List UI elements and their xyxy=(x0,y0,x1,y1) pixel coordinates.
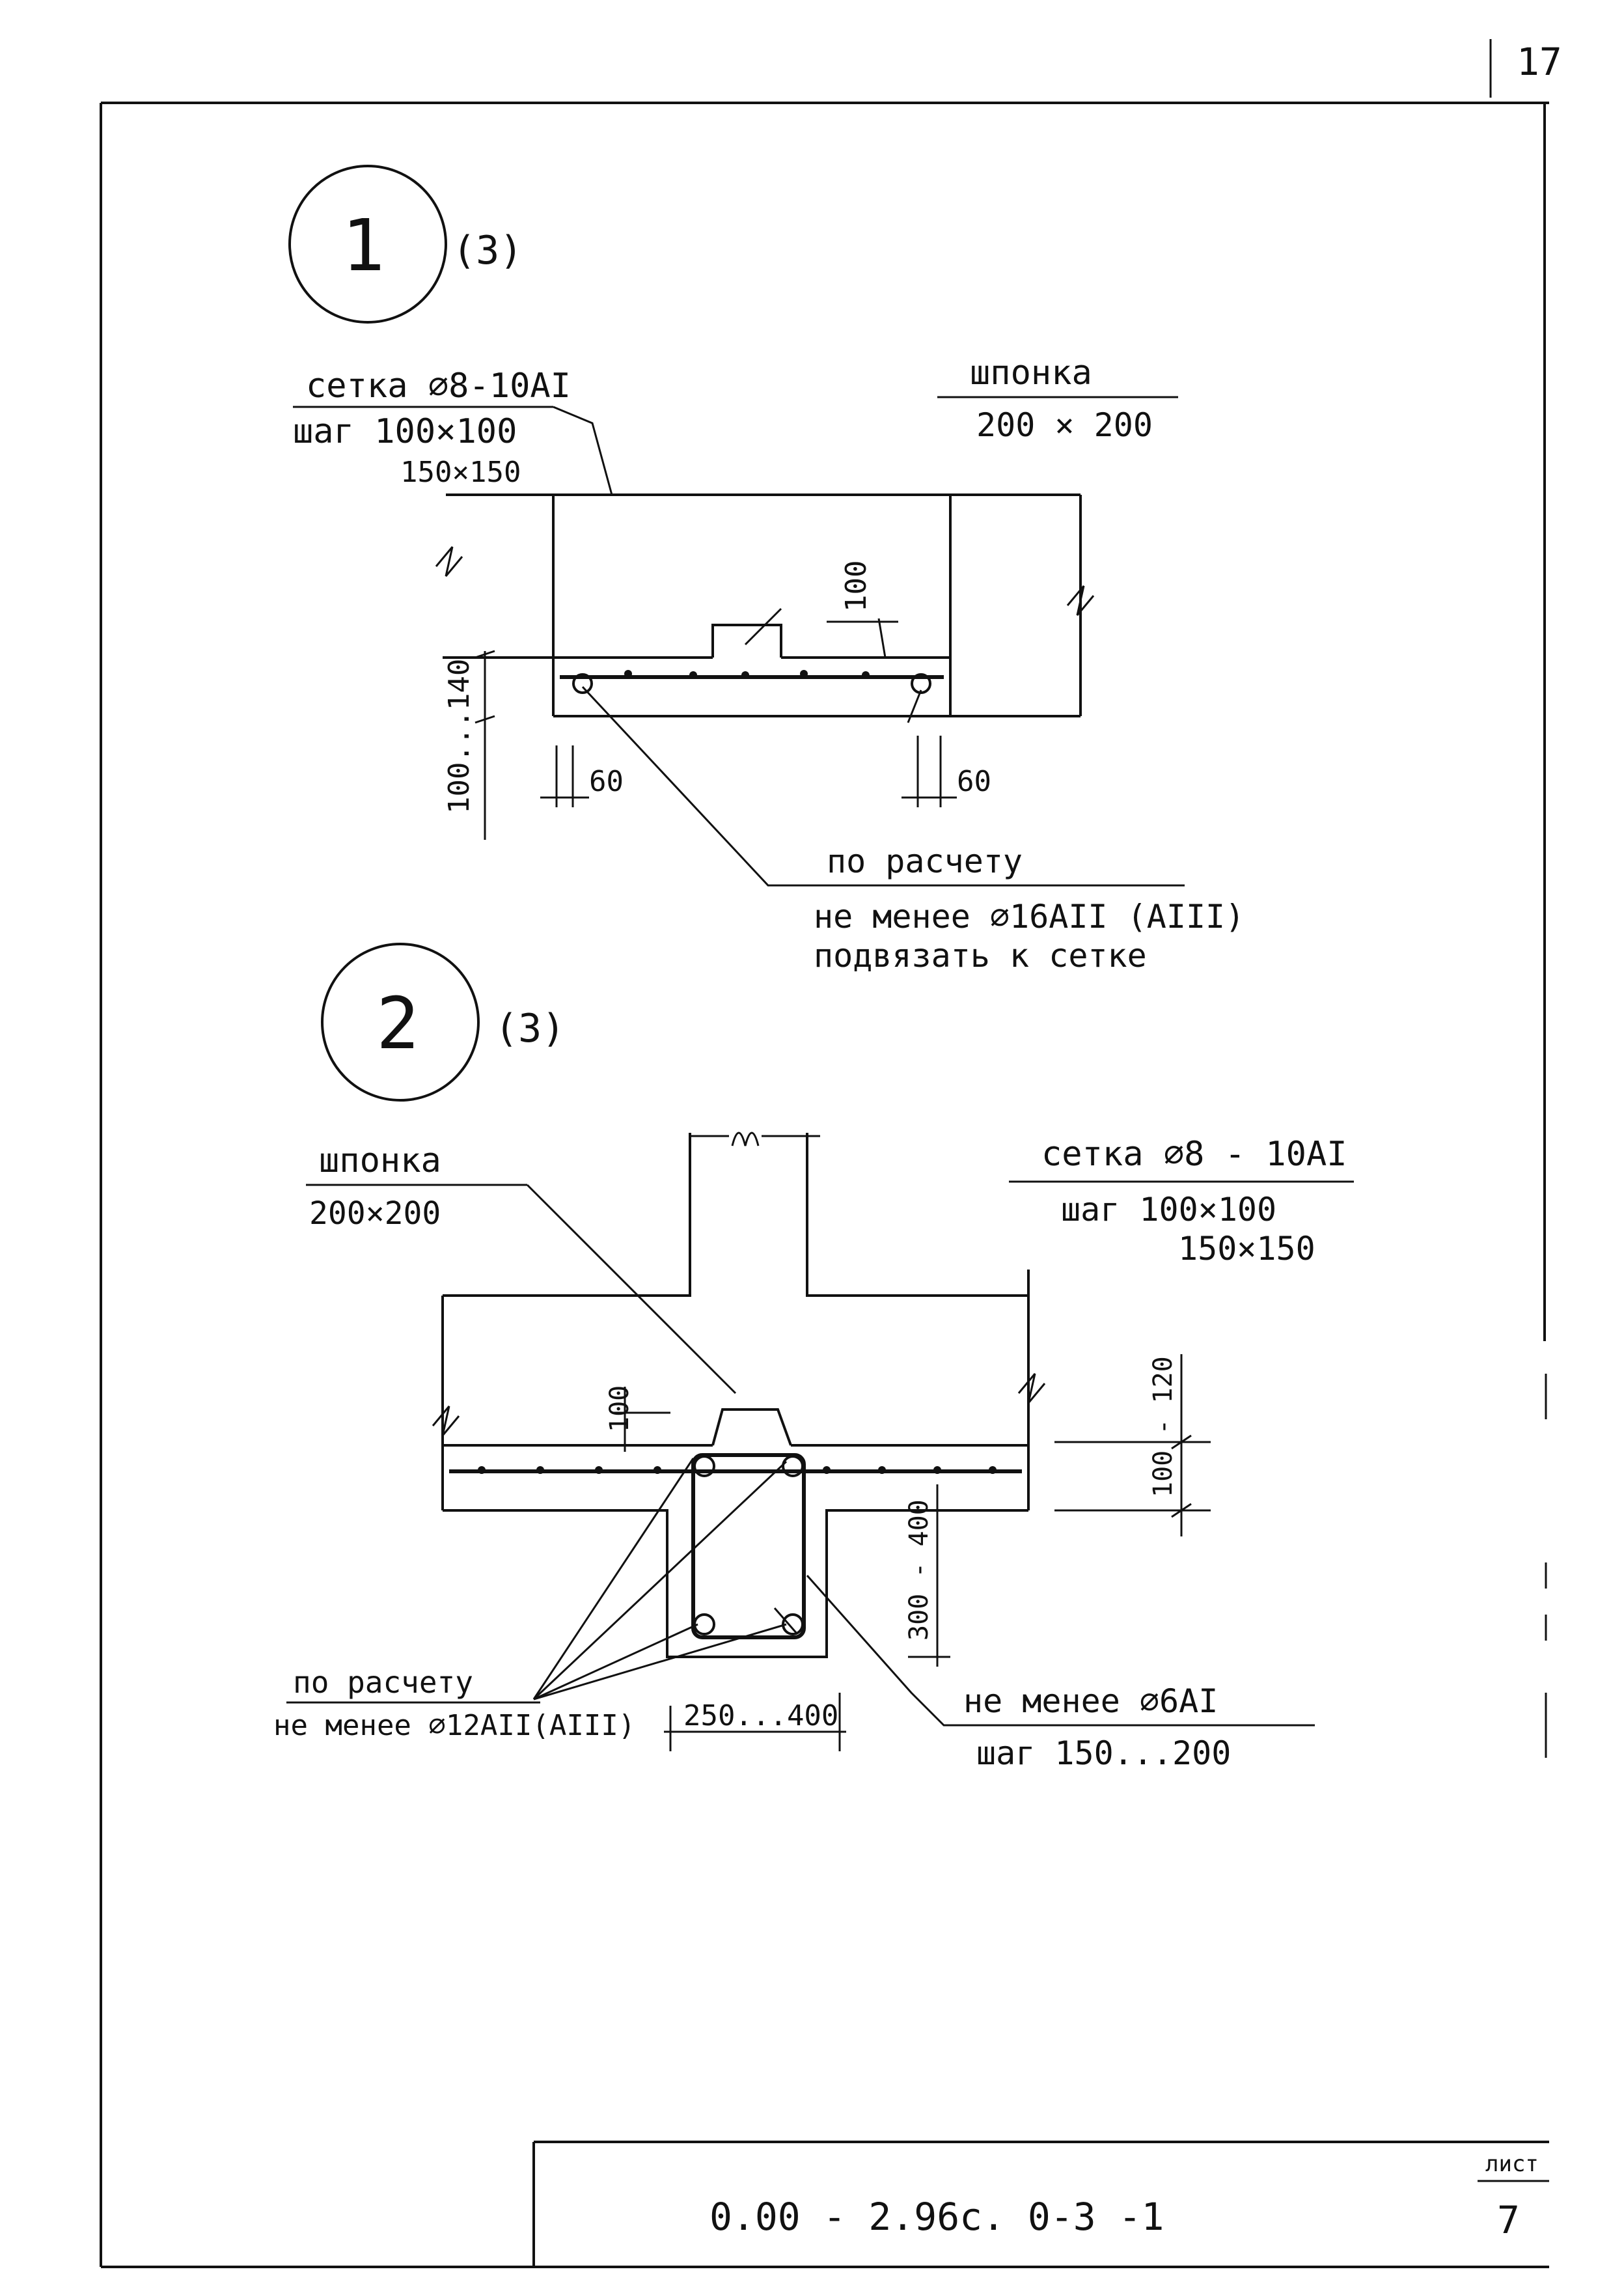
detail-2-number-circle xyxy=(321,943,480,1102)
detail-1-dim-key: 100 xyxy=(840,561,873,612)
detail-2-section xyxy=(432,1132,1046,1658)
detail-1-number: 1 xyxy=(342,204,385,287)
detail-1-note1: по расчету xyxy=(827,842,1023,880)
detail-1-dim-right: 60 xyxy=(957,765,991,798)
detail-1-mesh-step2: 150×150 xyxy=(400,456,521,489)
detail-1-main-bar-left xyxy=(572,673,593,694)
detail-2-dim-rib-w: 250...400 xyxy=(683,1699,838,1732)
detail-1-mesh-step1: шаг 100×100 xyxy=(293,412,517,451)
detail-2-rebar1: по расчету xyxy=(293,1665,473,1700)
detail-2-rebar2: не менее ⌀12АII(АIII) xyxy=(273,1709,635,1742)
page-number: 17 xyxy=(1517,40,1562,84)
detail-2-dim-key: 100 xyxy=(605,1385,635,1432)
detail-1-key-size: 200 × 200 xyxy=(976,406,1153,444)
detail-2-mesh-step2: 150×150 xyxy=(1178,1230,1315,1268)
detail-1-ref: (3) xyxy=(452,228,523,273)
detail-2-dimensions: 100 100 - 120 300 - 400 250...400 xyxy=(605,1354,1211,1751)
detail-2-stirrup1: не менее ⌀6АI xyxy=(963,1682,1218,1720)
detail-2-key-title: шпонка xyxy=(319,1141,441,1180)
detail-1-slab xyxy=(435,493,1095,717)
detail-2-dim-rib-h: 300 - 400 xyxy=(904,1499,934,1641)
detail-1: 1 (3) сетка ⌀8-10АI шаг 100×100 150×150 … xyxy=(288,165,1245,975)
detail-2-mesh-step1: шаг 100×100 xyxy=(1061,1191,1276,1229)
detail-2-stirrup2: шаг 150...200 xyxy=(976,1734,1231,1772)
sheet-frame xyxy=(100,39,1549,2268)
detail-1-dim-cover: 100...140 xyxy=(443,659,476,814)
detail-2-key-size: 200×200 xyxy=(309,1195,441,1232)
detail-1-note2: не менее ⌀16АII (АIII) xyxy=(814,898,1245,936)
detail-2-ref: (3) xyxy=(495,1006,565,1051)
detail-1-dim-left: 60 xyxy=(589,765,624,798)
detail-2-number: 2 xyxy=(376,982,419,1065)
detail-2-stirrup xyxy=(691,1453,806,1639)
detail-2-dim-slab: 100 - 120 xyxy=(1148,1356,1178,1497)
detail-1-number-circle xyxy=(288,165,447,324)
sheet-label: лист xyxy=(1485,2151,1539,2177)
detail-2-reinforcement xyxy=(449,1453,1022,1639)
detail-1-dimensions: 100 100...140 60 60 xyxy=(443,561,991,840)
detail-2-mesh-title: сетка ⌀8 - 10АI xyxy=(1041,1135,1347,1174)
drawing-code: 0.00 - 2.96с. 0-3 -1 xyxy=(709,2195,1164,2239)
detail-2: 2 (3) шпонка 200×200 сетка ⌀8 - 10АI шаг… xyxy=(273,943,1354,1772)
title-block xyxy=(532,2141,1549,2267)
detail-1-note3: подвязать к сетке xyxy=(814,937,1147,975)
detail-2-rebar-leader xyxy=(286,1458,788,1704)
sheet-number: 7 xyxy=(1497,2198,1520,2242)
detail-1-mesh-title: сетка ⌀8-10АI xyxy=(306,367,571,406)
detail-1-key-title: шпонка xyxy=(970,354,1092,393)
detail-1-mesh xyxy=(560,670,944,694)
